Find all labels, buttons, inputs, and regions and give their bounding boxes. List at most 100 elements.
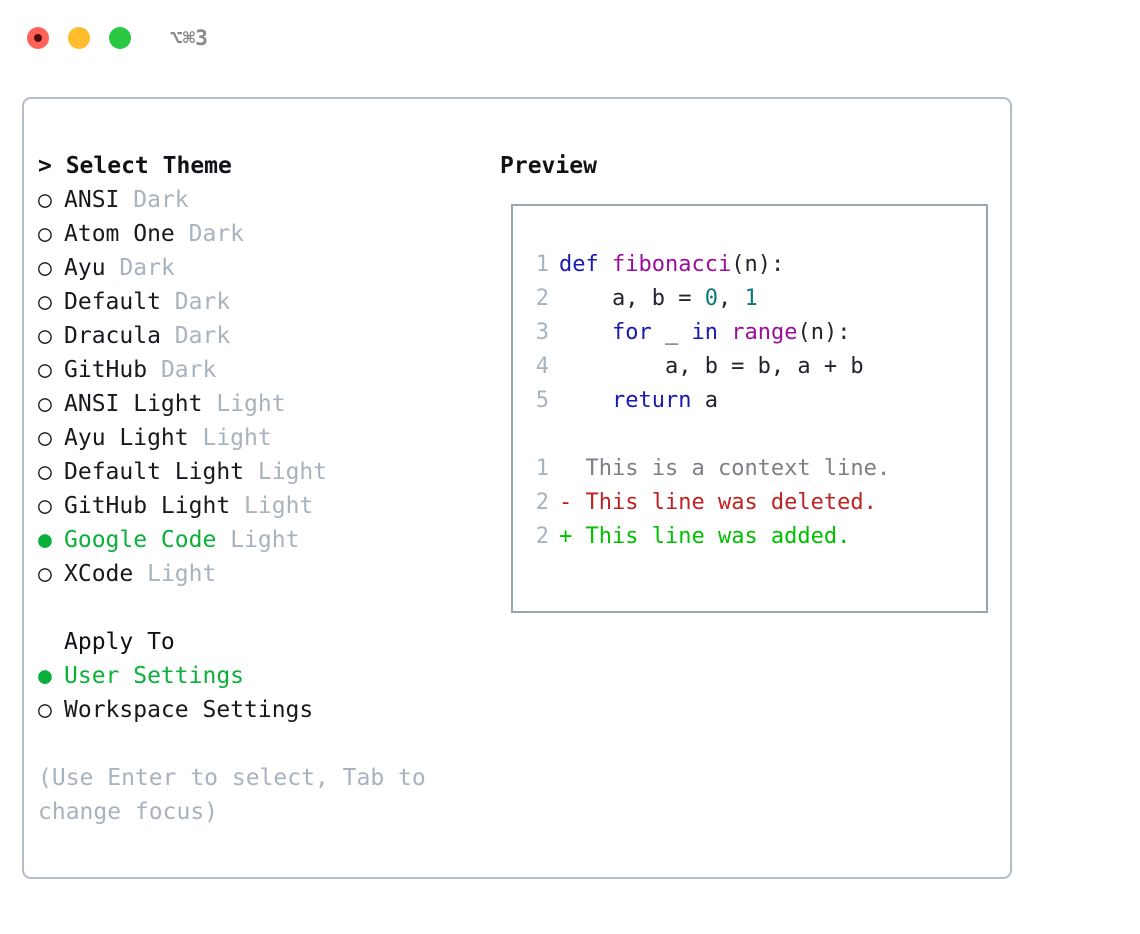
- radio-unselected-icon: ○: [38, 255, 52, 281]
- theme-option-name: Default: [64, 289, 161, 315]
- code-token-pl: (n):: [797, 320, 851, 345]
- theme-option-xcode[interactable]: ○ XCode Light: [38, 557, 488, 591]
- close-window-button[interactable]: [27, 27, 49, 49]
- theme-option-name: Dracula: [64, 323, 161, 349]
- theme-option-kind: Light: [147, 561, 217, 587]
- radio-unselected-icon: ○: [38, 697, 52, 723]
- code-token-fn: fibonacci: [611, 252, 732, 277]
- preview-header: Preview: [500, 153, 597, 179]
- apply-to-option-name: Workspace Settings: [64, 697, 314, 723]
- list-spacer: [38, 591, 488, 625]
- theme-option-kind: Dark: [174, 289, 231, 315]
- code-token-kw: in: [691, 320, 718, 345]
- radio-unselected-icon: ○: [38, 357, 52, 383]
- theme-picker-column: > Select Theme ○ANSI Dark○Atom One Dark○…: [38, 149, 488, 829]
- code-line-number: 3: [535, 320, 549, 345]
- code-token-kw: return: [611, 388, 692, 413]
- theme-option-github-light[interactable]: ○ GitHub Light Light: [38, 489, 488, 523]
- diff-line-ctx: 1 This is a context line.: [521, 452, 994, 486]
- diff-line-group: 1 This is a context line.2- This line wa…: [521, 452, 994, 554]
- keyboard-shortcut-label: ⌥⌘3: [170, 26, 208, 50]
- maximize-window-button[interactable]: [109, 27, 131, 49]
- theme-option-atom-one[interactable]: ○ Atom One Dark: [38, 217, 488, 251]
- radio-unselected-icon: ○: [38, 493, 52, 519]
- main-panel: > Select Theme ○ANSI Dark○Atom One Dark○…: [22, 97, 1012, 879]
- code-token-num: 1: [744, 286, 758, 311]
- theme-option-kind: Dark: [133, 187, 189, 213]
- code-line-number: 1: [535, 252, 549, 277]
- theme-option-kind: Light: [257, 459, 328, 485]
- theme-option-default[interactable]: ○ Default Dark: [38, 285, 488, 319]
- theme-option-kind: Dark: [160, 357, 217, 383]
- code-token-pl: [559, 388, 612, 413]
- radio-selected-icon: ●: [38, 663, 52, 689]
- code-token-pl: a, b =: [559, 286, 705, 311]
- theme-option-name: Google Code: [64, 527, 217, 553]
- theme-option-dracula[interactable]: ○Dracula Dark: [38, 319, 488, 353]
- theme-option-google-code[interactable]: ●Google Code Light: [38, 523, 488, 557]
- diff-line-add: 2+ This line was added.: [521, 520, 994, 554]
- radio-unselected-icon: ○: [38, 561, 52, 587]
- code-line: 1 def fibonacci(n):: [521, 248, 994, 282]
- radio-unselected-icon: ○: [38, 289, 52, 315]
- theme-option-name: Ayu Light: [64, 425, 189, 451]
- diff-line-del: 2- This line was deleted.: [521, 486, 994, 520]
- radio-unselected-icon: ○: [38, 187, 52, 213]
- keyboard-hint-text: (Use Enter to select, Tab to change focu…: [38, 765, 426, 825]
- select-theme-header: > Select Theme: [38, 153, 232, 179]
- apply-to-list[interactable]: ●User Settings ○ Workspace Settings: [38, 659, 488, 727]
- code-token-pl: _: [651, 320, 692, 345]
- code-token-pl: ,: [717, 286, 745, 311]
- theme-option-github[interactable]: ○ GitHub Dark: [38, 353, 488, 387]
- theme-list[interactable]: ○ANSI Dark○Atom One Dark○Ayu Dark○Defaul…: [38, 183, 488, 591]
- code-line-number: 4: [535, 354, 549, 379]
- theme-option-kind: Light: [202, 425, 272, 451]
- radio-unselected-icon: ○: [38, 221, 52, 247]
- diff-line-number: 2: [535, 490, 549, 515]
- code-line: 5 return a: [521, 384, 994, 418]
- theme-option-name: GitHub: [64, 357, 148, 383]
- radio-unselected-icon: ○: [38, 459, 52, 485]
- code-line: 3 for _ in range(n):: [521, 316, 994, 350]
- theme-option-name: Atom One: [64, 221, 175, 247]
- diff-text: This line was deleted.: [585, 490, 877, 515]
- radio-unselected-icon: ○: [38, 391, 52, 417]
- title-bar: ⌥⌘3: [0, 0, 1140, 78]
- theme-option-default-light[interactable]: ○ Default Light Light: [38, 455, 488, 489]
- code-token-kw: for: [611, 320, 652, 345]
- code-token-pl: (n):: [731, 252, 785, 277]
- theme-option-name: Ayu: [64, 255, 106, 281]
- theme-option-name: Default Light: [64, 459, 245, 485]
- hint-spacer: [38, 727, 488, 761]
- theme-option-kind: Dark: [188, 221, 245, 247]
- code-token-num: 0: [704, 286, 718, 311]
- code-token-kw: def: [559, 252, 612, 277]
- diff-sign: +: [559, 524, 586, 549]
- diff-text: This line was added.: [585, 524, 851, 549]
- apply-to-header: Apply To: [64, 629, 175, 655]
- theme-option-ayu[interactable]: ○Ayu Dark: [38, 251, 488, 285]
- theme-option-name: GitHub Light: [64, 493, 231, 519]
- apply-to-option-workspace-settings[interactable]: ○ Workspace Settings: [38, 693, 488, 727]
- apply-to-option-user-settings[interactable]: ●User Settings: [38, 659, 488, 693]
- theme-option-kind: Light: [244, 493, 314, 519]
- theme-option-kind: Light: [216, 391, 286, 417]
- radio-unselected-icon: ○: [38, 425, 52, 451]
- code-token-pl: a: [691, 388, 718, 413]
- diff-sign: [559, 456, 586, 481]
- theme-option-name: XCode: [64, 561, 134, 587]
- code-token-fn: range: [731, 320, 798, 345]
- minimize-window-button[interactable]: [68, 27, 90, 49]
- code-line-number: 2: [535, 286, 549, 311]
- theme-option-ansi-light[interactable]: ○ANSI Light Light: [38, 387, 488, 421]
- theme-option-ansi[interactable]: ○ANSI Dark: [38, 183, 488, 217]
- code-line: 2 a, b = 0, 1: [521, 282, 994, 316]
- diff-text: This is a context line.: [585, 456, 891, 481]
- theme-option-ayu-light[interactable]: ○ Ayu Light Light: [38, 421, 488, 455]
- code-token-pl: [559, 320, 612, 345]
